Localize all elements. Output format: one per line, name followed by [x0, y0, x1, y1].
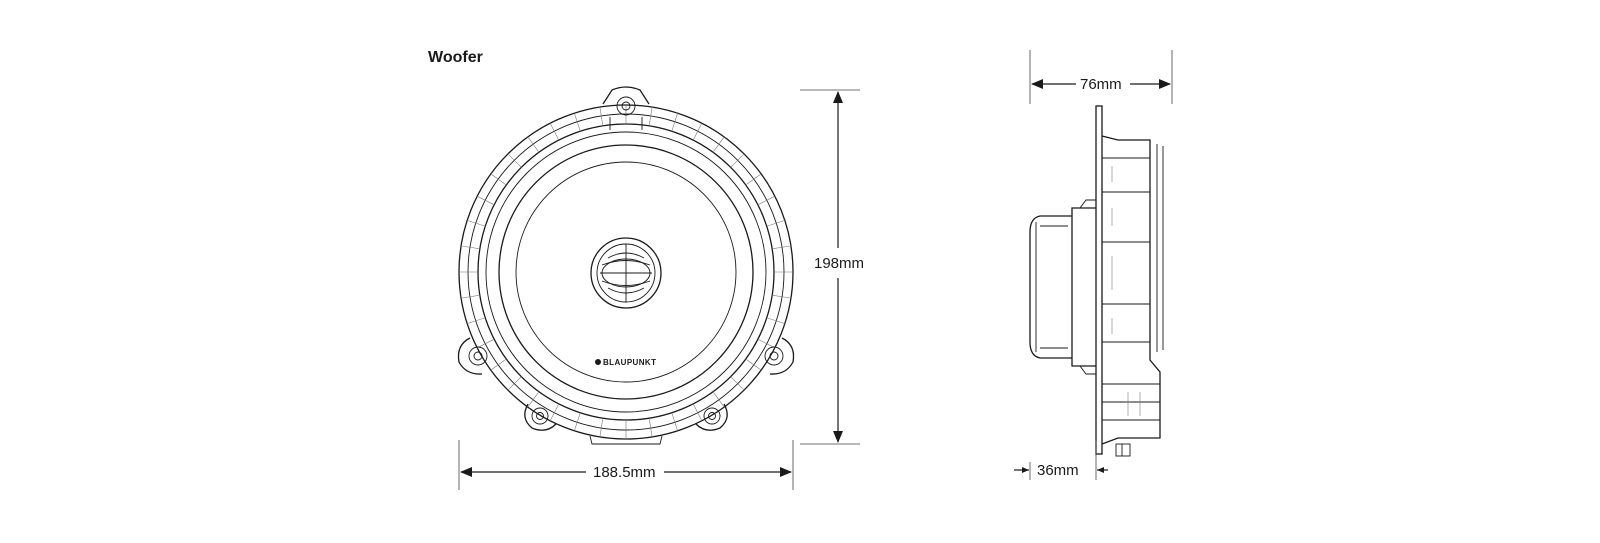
- adapter-rib: [477, 338, 495, 349]
- brand-logo: BLAUPUNKT: [595, 358, 656, 367]
- adapter-rib: [745, 173, 762, 186]
- adapter-rib: [745, 358, 762, 371]
- adapter-rib: [599, 418, 604, 437]
- adapter-rib: [507, 376, 522, 391]
- adapter-rib: [490, 358, 507, 371]
- side-basket: [1101, 135, 1164, 445]
- adapter-rib: [527, 391, 540, 408]
- adapter-rib: [757, 195, 775, 206]
- adapter-rib: [766, 317, 785, 324]
- height-dimension: 198mm: [800, 89, 864, 445]
- front-view: BLAUPUNKT: [457, 86, 795, 445]
- adapter-rib: [730, 153, 745, 168]
- adapter-rib: [712, 136, 725, 153]
- mounting-tab-bottom-right: [695, 403, 728, 431]
- adapter-rib: [692, 123, 703, 141]
- mounting-adapter-ring: [458, 104, 794, 440]
- adapter-rib: [648, 107, 653, 126]
- adapter-rib: [772, 245, 791, 250]
- adapter-rib: [772, 294, 791, 299]
- adapter-rib: [671, 412, 678, 431]
- mounting-tab-right: [764, 337, 795, 375]
- side-terminal: [1115, 443, 1131, 457]
- depth-dimension: 76mm: [1029, 50, 1173, 104]
- adapter-rib: [461, 245, 480, 250]
- mounting-tab-bottom-left: [524, 403, 557, 431]
- adapter-rib: [712, 391, 725, 408]
- adapter-rib: [692, 403, 703, 421]
- adapter-rib: [467, 317, 486, 324]
- tweeter-grille: [590, 237, 662, 309]
- side-view: [1029, 105, 1164, 457]
- mounting-tab-top: [602, 86, 650, 130]
- width-dimension: 188.5mm: [458, 440, 794, 490]
- adapter-rib: [477, 195, 495, 206]
- side-flange: [1095, 105, 1103, 455]
- adapter-rib: [549, 123, 560, 141]
- adapter-rib: [507, 153, 522, 168]
- adapter-rib: [757, 338, 775, 349]
- adapter-rib: [766, 220, 785, 227]
- bottom-terminal-notch: [589, 435, 663, 445]
- adapter-rib: [549, 403, 560, 421]
- depth-label: 76mm: [1080, 76, 1122, 93]
- adapter-rib: [467, 220, 486, 227]
- adapter-rib: [599, 107, 604, 126]
- adapter-rib: [527, 136, 540, 153]
- adapter-rib: [461, 294, 480, 299]
- speaker-cone: [485, 131, 767, 413]
- mount-depth-dimension: 36mm: [1014, 440, 1108, 480]
- adapter-rib: [574, 113, 581, 132]
- adapter-rib: [730, 376, 745, 391]
- width-label: 188.5mm: [593, 464, 656, 481]
- brand-text: BLAUPUNKT: [603, 358, 656, 367]
- side-tweeter-protrusion: [1029, 199, 1096, 375]
- mount-depth-label: 36mm: [1037, 462, 1079, 479]
- adapter-rib: [490, 173, 507, 186]
- diagram-title: Woofer: [428, 49, 483, 66]
- adapter-rib: [648, 418, 653, 437]
- height-label: 198mm: [814, 255, 864, 272]
- adapter-rib: [574, 412, 581, 431]
- adapter-rib: [671, 113, 678, 132]
- mounting-tab-left: [457, 337, 488, 375]
